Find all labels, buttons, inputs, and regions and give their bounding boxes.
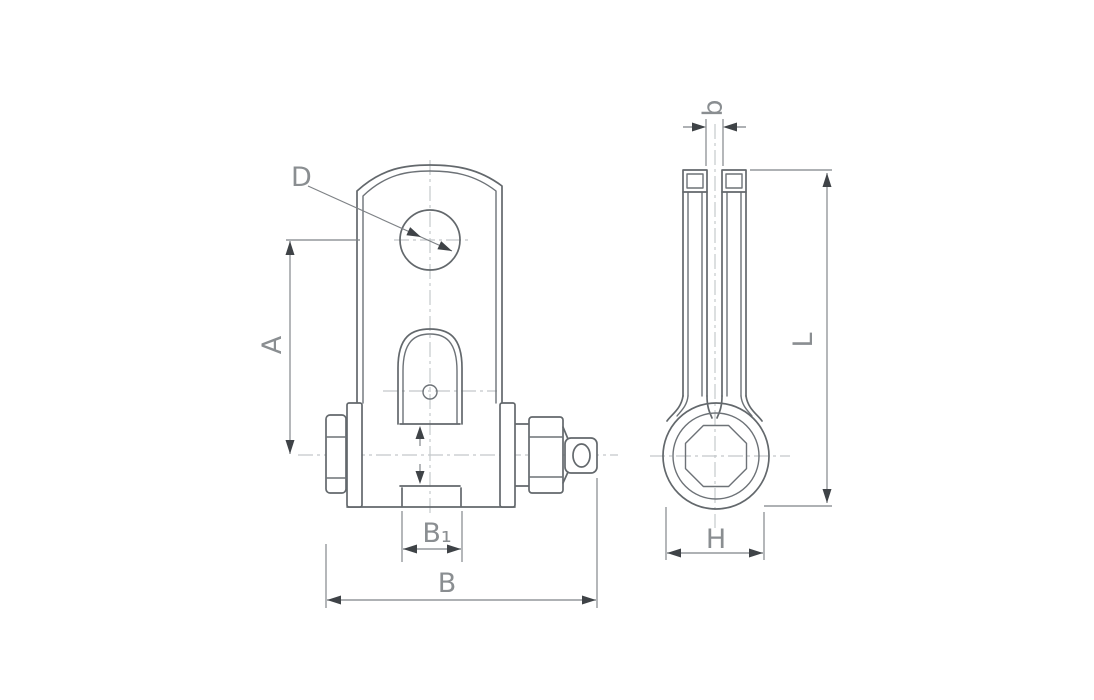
- left-inner-flare: [676, 395, 689, 417]
- dim-label-H: H: [706, 524, 726, 555]
- arrowhead-up-icon: [415, 426, 425, 439]
- arrowhead-icon: [667, 548, 681, 558]
- washer-right: [499, 402, 516, 508]
- dim-L-extension-lines: [750, 169, 832, 507]
- dim-D: D: [291, 162, 453, 252]
- pin-diameter-arrows: [415, 426, 425, 484]
- arrowhead-icon: [723, 122, 737, 132]
- bolt-head-facets: [325, 436, 347, 479]
- clevis-plate-inner-line: [362, 170, 497, 404]
- dim-label-b: b: [698, 99, 729, 116]
- right-inner-flare: [740, 395, 753, 417]
- arrowhead-icon: [822, 173, 832, 187]
- arrowhead-icon: [327, 595, 341, 605]
- dim-B-extension-lines: [325, 478, 598, 608]
- arrowhead-icon: [406, 227, 421, 237]
- left-gap-flare: [706, 395, 713, 419]
- gap-lower-edges: [401, 487, 462, 507]
- dim-H-extension-lines: [665, 507, 765, 560]
- nut: [528, 416, 564, 494]
- eye-ring: [662, 402, 770, 510]
- arrowhead-icon: [403, 544, 417, 554]
- eye-inner-circle: [672, 412, 760, 500]
- right-strip-cap: [721, 169, 747, 193]
- side-plate-right: [716, 169, 763, 422]
- right-gap-flare: [716, 395, 723, 419]
- cotter-hole: [572, 443, 591, 468]
- dim-H: H: [665, 507, 765, 560]
- bolt-head-outline: [325, 414, 347, 494]
- arrowhead-icon: [749, 548, 763, 558]
- arrowhead-icon: [285, 241, 295, 255]
- dim-A: A: [257, 239, 360, 454]
- inner-arch-outer: [397, 328, 463, 425]
- left-strip-cap: [682, 169, 708, 193]
- arrowhead-down-icon: [415, 471, 425, 484]
- dim-b: b: [683, 99, 746, 166]
- dim-B: B: [325, 478, 598, 608]
- small-hole: [422, 384, 438, 400]
- cotter-tab: [562, 426, 598, 484]
- washer-left: [346, 402, 363, 508]
- dim-L: L: [750, 169, 832, 507]
- dim-label-A: A: [257, 335, 288, 354]
- tab-taper-lines: [562, 426, 569, 484]
- left-strip-inner-lines: [687, 191, 703, 397]
- right-outer-flare: [745, 395, 763, 422]
- dim-label-L: L: [788, 332, 819, 347]
- right-strip-cap-inner: [725, 173, 743, 189]
- cotter-tab-outline: [564, 437, 598, 474]
- front-view: [325, 164, 598, 508]
- left-outer-flare: [666, 395, 684, 422]
- inner-arch-inner: [402, 333, 458, 425]
- eye-octagon-hole: [684, 424, 748, 488]
- side-view: [662, 169, 770, 510]
- nut-facets: [528, 436, 564, 478]
- nut-outline: [528, 416, 564, 494]
- arrowhead-icon: [692, 122, 706, 132]
- left-strip-cap-inner: [686, 173, 704, 189]
- right-strip-inner-lines: [726, 191, 742, 397]
- dim-label-B1: B₁: [422, 518, 451, 549]
- arrowhead-icon: [437, 241, 452, 251]
- right-strip-edges: [721, 191, 747, 397]
- dim-label-D: D: [291, 162, 312, 193]
- dim-b-extension-lines: [705, 119, 724, 166]
- side-plate-left: [666, 169, 713, 422]
- arrowhead-icon: [822, 489, 832, 503]
- dim-B1-extension-lines: [401, 511, 463, 562]
- eye-outer-circle: [662, 402, 770, 510]
- left-strip-edges: [682, 191, 708, 397]
- dim-label-B: B: [438, 568, 457, 599]
- arrowhead-icon: [285, 440, 295, 454]
- pin-hole: [399, 209, 461, 271]
- arrowhead-icon: [582, 595, 596, 605]
- bolt-head: [325, 414, 347, 494]
- dim-D-leader-line: [307, 185, 453, 252]
- dim-B1: B₁: [401, 511, 463, 562]
- bolt-shank-lines: [399, 423, 530, 487]
- arrowhead-icon: [447, 544, 461, 554]
- clevis-plate-outline: [356, 164, 503, 404]
